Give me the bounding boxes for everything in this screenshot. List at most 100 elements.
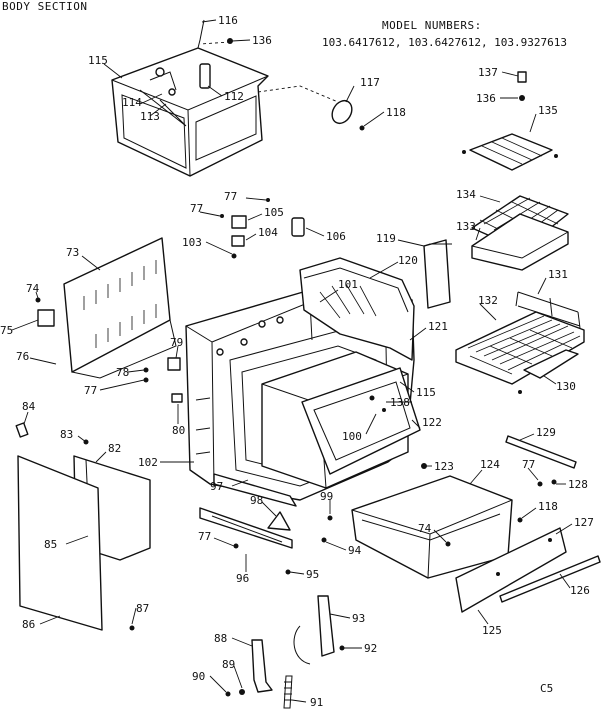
- label-106: 106: [326, 230, 346, 243]
- page-code: C5: [540, 682, 553, 695]
- label-79: 79: [170, 336, 183, 349]
- spacer-84: [15, 422, 29, 438]
- label-83: 83: [60, 428, 73, 441]
- model-numbers-heading: MODEL NUMBERS:: [382, 19, 482, 32]
- side-panel-86: [17, 455, 103, 631]
- label-118: 118: [386, 106, 406, 119]
- broiler-pan-133: [471, 213, 569, 271]
- label-116: 116: [218, 14, 238, 27]
- broiler-clip: [517, 71, 527, 101]
- label-133: 133: [456, 220, 476, 233]
- label-130: 130: [556, 380, 576, 393]
- oven-rack-131: [515, 291, 581, 329]
- label-125: 125: [482, 624, 502, 637]
- label-127: 127: [574, 516, 594, 529]
- label-76: 76: [16, 350, 29, 363]
- light-socket-106: [291, 217, 305, 237]
- label-95: 95: [306, 568, 319, 581]
- oven-rack-132: [455, 311, 585, 385]
- label-87: 87: [136, 602, 149, 615]
- label-77-e: 77: [198, 530, 211, 543]
- label-94: 94: [348, 544, 362, 557]
- label-90: 90: [192, 670, 205, 683]
- screw-87: [129, 625, 135, 631]
- screw-123: [421, 463, 427, 469]
- label-80: 80: [172, 424, 185, 437]
- switch-105: [231, 198, 270, 229]
- screw-78: [143, 367, 149, 373]
- label-134: 134: [456, 188, 476, 201]
- label-89: 89: [222, 658, 235, 671]
- label-115: 115: [88, 54, 108, 67]
- door-liner-122: [301, 367, 421, 475]
- label-99: 99: [320, 490, 333, 503]
- clip-80: [171, 393, 183, 403]
- bracket-75: [37, 309, 55, 327]
- screw-99: [327, 515, 333, 521]
- label-82: 82: [108, 442, 121, 455]
- screw-90: [225, 691, 231, 697]
- label-85: 85: [44, 538, 57, 551]
- trim-126: [499, 555, 601, 603]
- label-115-b: 115: [416, 386, 436, 399]
- rack-guide-130: [518, 349, 579, 394]
- label-126: 126: [570, 584, 590, 597]
- label-77-a: 77: [224, 190, 237, 203]
- label-124: 124: [480, 458, 500, 471]
- screw-77-right: [537, 481, 543, 487]
- label-77-d: 77: [522, 458, 535, 471]
- screw-92: [339, 645, 345, 651]
- screw-77-lower: [233, 543, 239, 549]
- screw-95: [285, 569, 291, 575]
- part-labels: 116 136 115 114 113 112 117 118 137 136 …: [0, 14, 594, 709]
- screw-77: [143, 377, 149, 383]
- vent-duct-119: [423, 239, 452, 309]
- label-73: 73: [66, 246, 79, 259]
- door-hinge-93: [293, 595, 335, 665]
- screw-118-lower: [517, 517, 523, 523]
- label-123: 123: [434, 460, 454, 473]
- model-numbers-list: 103.6417612, 103.6427612, 103.9327613: [322, 36, 567, 49]
- label-105: 105: [264, 206, 284, 219]
- rail-96: [199, 507, 293, 549]
- label-103: 103: [182, 236, 202, 249]
- label-104: 104: [258, 226, 278, 239]
- label-132: 132: [478, 294, 498, 307]
- label-135: 135: [538, 104, 558, 117]
- label-137: 137: [478, 66, 498, 79]
- label-128: 128: [568, 478, 588, 491]
- label-97: 97: [210, 480, 223, 493]
- label-138: 138: [390, 396, 410, 409]
- label-92: 92: [364, 642, 377, 655]
- label-120: 120: [398, 254, 418, 267]
- label-129: 129: [536, 426, 556, 439]
- hinge-receiver-88: [251, 639, 273, 693]
- cooktop-wire-rod: [197, 19, 205, 49]
- label-77-c: 77: [84, 384, 97, 397]
- grommet-117: [331, 99, 353, 125]
- label-100: 100: [342, 430, 362, 443]
- label-88: 88: [214, 632, 227, 645]
- kick-plate-97: [213, 473, 297, 507]
- screw-136: [227, 38, 233, 44]
- cooktop-housing: [111, 47, 269, 177]
- label-102: 102: [138, 456, 158, 469]
- foot-98: [267, 511, 291, 531]
- label-114: 114: [122, 96, 142, 109]
- label-93: 93: [352, 612, 365, 625]
- screw-118: [359, 125, 365, 131]
- screw-94: [321, 537, 327, 543]
- side-panel-73: [63, 237, 177, 379]
- leader-lines: [11, 19, 573, 703]
- label-101: 101: [338, 278, 358, 291]
- hinge-spring-91: [283, 675, 293, 709]
- label-77-b: 77: [190, 202, 203, 215]
- label-75: 75: [0, 324, 13, 337]
- label-136-b: 136: [476, 92, 496, 105]
- rail-129: [505, 435, 577, 469]
- label-96: 96: [236, 572, 249, 585]
- label-131: 131: [548, 268, 568, 281]
- bracket-79: [167, 357, 181, 371]
- label-78: 78: [116, 366, 129, 379]
